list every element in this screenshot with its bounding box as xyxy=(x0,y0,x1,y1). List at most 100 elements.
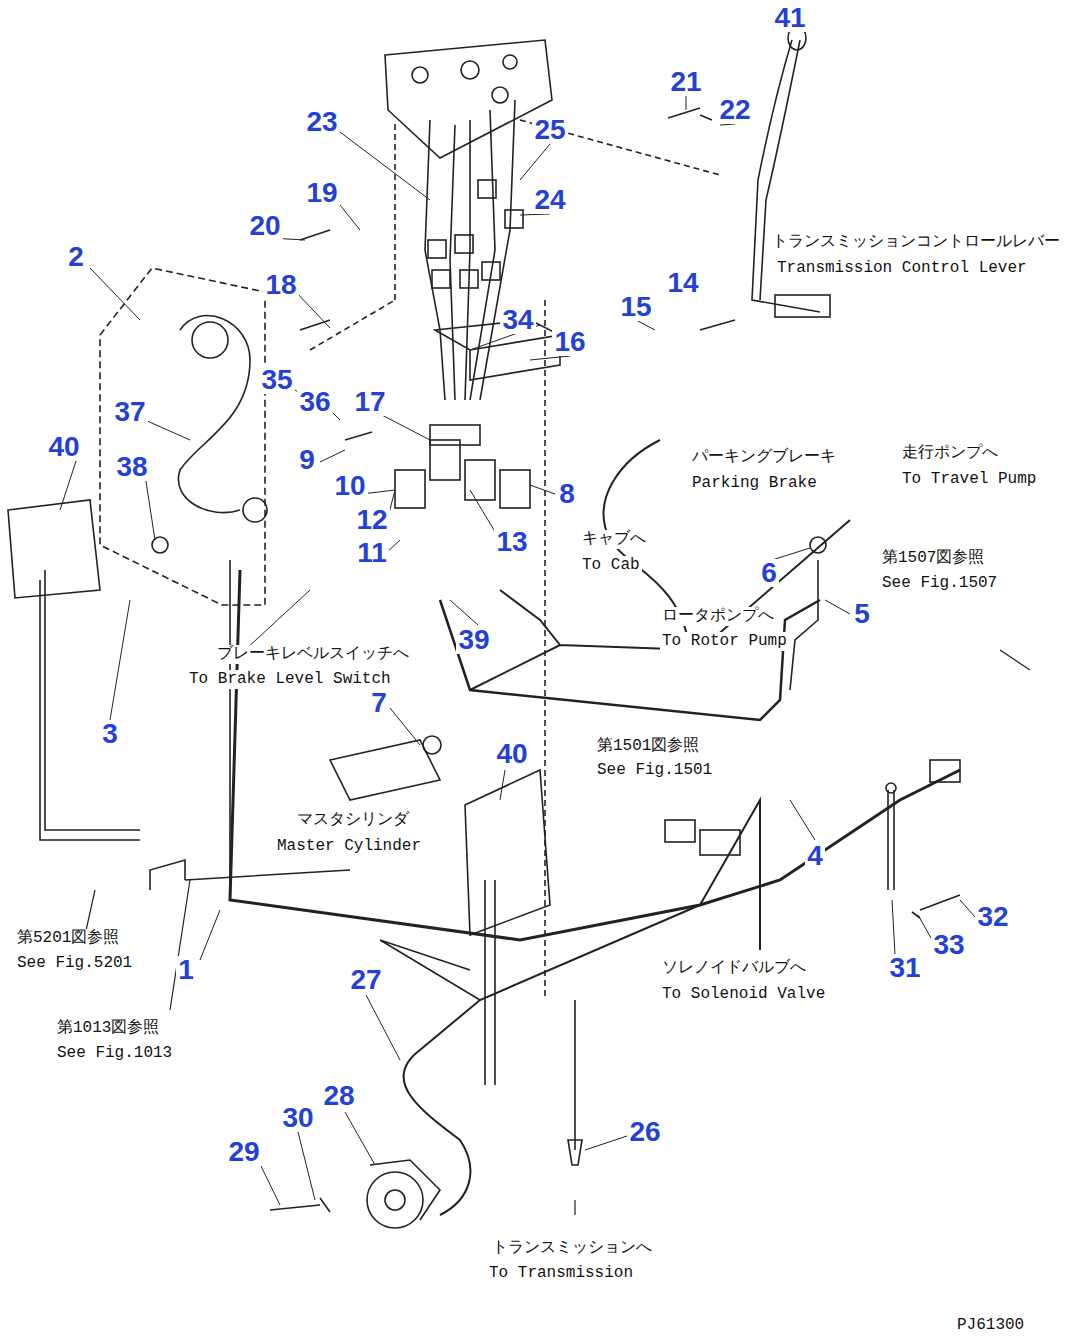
bolt xyxy=(912,895,960,918)
control-lever xyxy=(775,295,830,317)
relay xyxy=(465,460,495,500)
annotation-text: ソレノイドバルブへ xyxy=(660,959,808,978)
harness xyxy=(470,520,850,690)
fuse-box xyxy=(430,425,480,445)
wire xyxy=(574,1000,576,1150)
annotation-text: Transmission Control Lever xyxy=(775,259,1029,278)
annotation-text: 走行ポンプへ xyxy=(900,444,1000,463)
gauge xyxy=(503,55,517,69)
wire xyxy=(790,560,818,690)
callout-number: 25 xyxy=(532,116,567,144)
annotation-text: トランスミッションへ xyxy=(490,1239,654,1258)
horn xyxy=(367,1172,423,1228)
harness xyxy=(700,800,760,950)
callout-number: 36 xyxy=(297,388,332,416)
callout-number: 34 xyxy=(500,306,535,334)
callout-number: 33 xyxy=(931,931,966,959)
switch xyxy=(243,498,267,522)
mirror-stay xyxy=(485,880,495,1085)
callout-number: 9 xyxy=(297,446,317,474)
callout-number: 12 xyxy=(354,506,389,534)
callout-number: 39 xyxy=(456,626,491,654)
callout-number: 17 xyxy=(352,388,387,416)
callout-number: 30 xyxy=(280,1104,315,1132)
callout-number: 11 xyxy=(355,539,389,567)
horn-bracket xyxy=(370,1160,440,1220)
switch xyxy=(423,736,441,754)
callout-number: 16 xyxy=(552,328,587,356)
callout-number: 40 xyxy=(494,740,529,768)
switch xyxy=(192,322,228,358)
terminal xyxy=(886,783,896,793)
annotation-text: トランスミッションコントロールレバー xyxy=(770,233,1062,252)
callout-number: 14 xyxy=(665,269,700,297)
arrow-line xyxy=(85,650,1030,1215)
callout-number: 24 xyxy=(532,186,567,214)
callout-number: 3 xyxy=(100,720,120,748)
annotation-text: マスタシリンダ xyxy=(295,811,411,830)
annotation-text: Master Cylinder xyxy=(275,837,423,856)
ground-cable xyxy=(888,790,894,890)
callout-number: 23 xyxy=(304,108,339,136)
callout-number: 21 xyxy=(668,68,703,96)
annotation-text: ロータポンプへ xyxy=(660,607,776,626)
connector xyxy=(478,180,496,198)
callout-number: 7 xyxy=(369,689,389,717)
connector xyxy=(505,210,523,228)
callout-number: 6 xyxy=(759,559,779,587)
relay xyxy=(395,470,425,508)
relay-box xyxy=(435,320,560,380)
bolt xyxy=(270,1198,330,1212)
instrument-panel xyxy=(385,40,552,158)
annotation-text: To Brake Level Switch xyxy=(187,670,393,689)
callout-number: 41 xyxy=(772,4,807,32)
connector xyxy=(428,240,446,258)
callout-number: 27 xyxy=(348,966,383,994)
callout-number: 26 xyxy=(627,1118,662,1146)
callout-number: 20 xyxy=(247,212,282,240)
annotation-text: PJ61300 xyxy=(955,1316,1026,1335)
callout-number: 10 xyxy=(332,472,367,500)
annotation-text: ブレーキレベルスイッチへ xyxy=(215,645,411,664)
callout-number: 29 xyxy=(226,1138,261,1166)
bolt xyxy=(300,108,735,440)
connector xyxy=(460,270,478,288)
harness xyxy=(440,600,820,720)
mirror-stay xyxy=(40,570,140,840)
annotation-text: キャブへ xyxy=(580,530,648,549)
main-harness xyxy=(230,570,960,940)
callout-number: 18 xyxy=(263,271,298,299)
mirror xyxy=(465,770,550,935)
mirror xyxy=(8,500,100,598)
gauge xyxy=(492,87,508,103)
annotation-text: See Fig.5201 xyxy=(15,954,134,973)
annotation-text: To Travel Pump xyxy=(900,470,1038,489)
annotation-text: Parking Brake xyxy=(690,474,819,493)
callout-number: 40 xyxy=(46,433,81,461)
annotation-text: See Fig.1013 xyxy=(55,1044,174,1063)
callout-number: 5 xyxy=(852,600,872,628)
horn-wire xyxy=(403,905,700,1215)
callout-number: 8 xyxy=(557,480,577,508)
callout-number: 2 xyxy=(66,243,86,271)
callout-number: 4 xyxy=(805,842,825,870)
grommet xyxy=(152,537,168,553)
connector xyxy=(665,820,695,842)
callout-number: 1 xyxy=(176,956,196,984)
callout-number: 38 xyxy=(114,453,149,481)
callout-number: 28 xyxy=(321,1082,356,1110)
connector xyxy=(432,270,450,288)
gauge xyxy=(412,67,428,83)
annotation-text: 第1507図参照 xyxy=(880,549,986,568)
connector xyxy=(482,262,500,280)
callout-number: 15 xyxy=(618,293,653,321)
relay xyxy=(500,470,530,508)
annotation-text: See Fig.1507 xyxy=(880,574,999,593)
annotation-text: パーキングブレーキ xyxy=(690,448,838,467)
callout-number: 31 xyxy=(887,954,922,982)
callout-number: 35 xyxy=(259,366,294,394)
connector xyxy=(930,760,960,782)
sensor xyxy=(568,1140,582,1165)
frame-outline xyxy=(310,120,720,1000)
callout-number: 32 xyxy=(975,903,1010,931)
